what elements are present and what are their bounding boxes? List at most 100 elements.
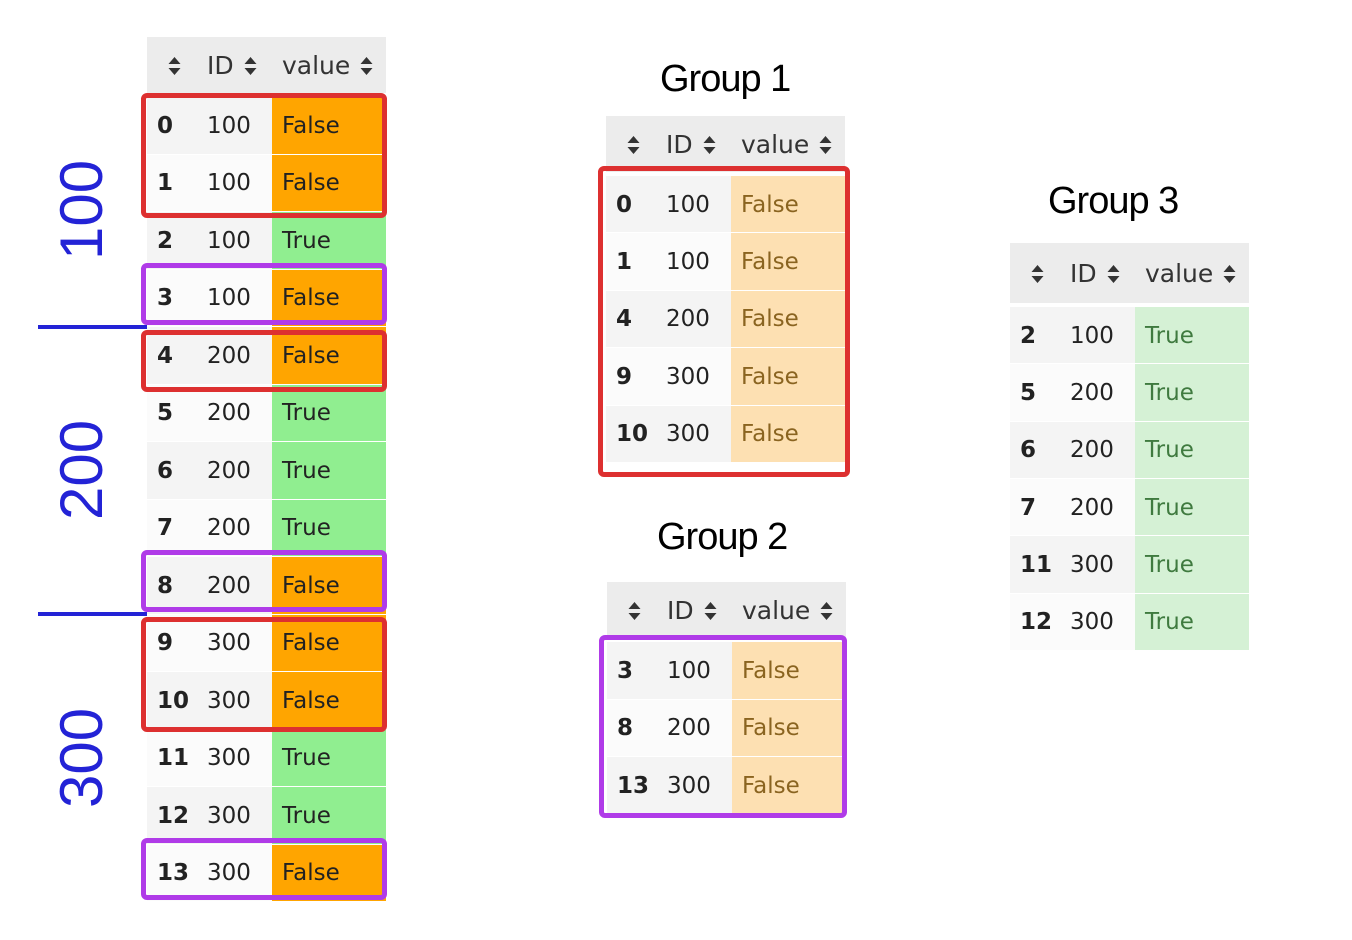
row-id: 200 <box>197 327 272 385</box>
group2-header: ID value <box>607 582 846 638</box>
row-value: False <box>731 348 845 406</box>
value-header-label: value <box>741 129 810 159</box>
index-sort-icon[interactable] <box>626 116 641 172</box>
row-index: 8 <box>607 699 657 757</box>
row-divider <box>1010 649 1249 652</box>
group2-purple-box <box>599 635 847 818</box>
row-id: 100 <box>1060 307 1135 365</box>
index-sort-icon[interactable] <box>627 582 642 638</box>
row-id: 100 <box>197 154 272 212</box>
id-header-label: ID <box>667 595 694 625</box>
row-index: 11 <box>1010 536 1060 594</box>
row-index: 10 <box>147 672 197 730</box>
id-group-label-100: 100 <box>48 159 115 260</box>
group1-title: Group 1 <box>660 58 791 100</box>
value-header-label: value <box>1145 258 1214 288</box>
value-sort-icon[interactable] <box>818 133 833 155</box>
row-id: 200 <box>1060 421 1135 479</box>
row-index: 1 <box>606 233 656 291</box>
row-id: 100 <box>197 269 272 327</box>
id-column-header[interactable]: ID <box>197 37 258 93</box>
row-id: 300 <box>656 348 731 406</box>
row-value: False <box>732 757 846 815</box>
id-column-header[interactable]: ID <box>656 116 717 172</box>
row-value: False <box>732 642 846 700</box>
row-index: 13 <box>147 844 197 902</box>
value-column-header[interactable]: value <box>732 582 834 638</box>
id-column-header[interactable]: ID <box>1060 243 1121 303</box>
row-id: 200 <box>656 290 731 349</box>
row-value: True <box>1135 364 1249 422</box>
row-divider <box>147 901 386 903</box>
id-column-header[interactable]: ID <box>657 582 718 638</box>
purple-highlight-box <box>141 263 387 325</box>
row-value: True <box>1135 536 1249 594</box>
group1-header: ID value <box>606 116 845 172</box>
row-index: 4 <box>606 290 656 349</box>
row-id: 300 <box>197 729 272 787</box>
id-group-label-300: 300 <box>48 707 115 808</box>
row-index: 0 <box>147 97 197 155</box>
row-index: 5 <box>147 384 197 442</box>
row-value: False <box>731 405 845 463</box>
purple-highlight-box <box>141 550 387 612</box>
row-value: True <box>1135 421 1249 479</box>
row-value: False <box>272 557 386 615</box>
row-index: 12 <box>1010 593 1060 651</box>
value-column-header[interactable]: value <box>1135 243 1237 303</box>
value-sort-icon[interactable] <box>359 54 374 76</box>
row-index: 0 <box>606 176 656 234</box>
row-value: True <box>272 212 386 270</box>
row-index: 8 <box>147 557 197 615</box>
row-index: 3 <box>147 269 197 327</box>
id-group-label-200: 200 <box>48 419 115 520</box>
value-sort-icon[interactable] <box>1222 262 1237 284</box>
row-index: 10 <box>606 405 656 463</box>
id-header-label: ID <box>666 129 693 159</box>
value-sort-icon[interactable] <box>819 599 834 621</box>
value-column-header[interactable]: value <box>272 37 374 93</box>
id-sort-icon[interactable] <box>703 599 718 621</box>
id-header-label: ID <box>1070 258 1097 288</box>
id-sort-icon[interactable] <box>243 54 258 76</box>
index-sort-icon[interactable] <box>167 37 182 93</box>
row-index: 1 <box>147 154 197 212</box>
id-sort-icon[interactable] <box>1106 262 1121 284</box>
index-sort-icon[interactable] <box>1030 243 1045 303</box>
row-id: 100 <box>657 642 732 700</box>
row-id: 300 <box>197 787 272 845</box>
row-id: 300 <box>1060 536 1135 594</box>
row-index: 5 <box>1010 364 1060 422</box>
row-value: False <box>731 233 845 291</box>
row-id: 300 <box>657 757 732 815</box>
group1-red-box <box>598 166 850 477</box>
row-id: 100 <box>656 233 731 291</box>
id-sort-icon[interactable] <box>702 133 717 155</box>
row-value: True <box>272 384 386 442</box>
group3-title: Group 3 <box>1048 180 1179 222</box>
row-id: 200 <box>197 557 272 615</box>
row-index: 9 <box>606 348 656 406</box>
value-column-header[interactable]: value <box>731 116 833 172</box>
row-index: 6 <box>1010 421 1060 479</box>
row-id: 200 <box>197 442 272 500</box>
row-id: 100 <box>197 212 272 270</box>
group2-title: Group 2 <box>657 516 788 558</box>
red-highlight-box <box>141 617 387 732</box>
